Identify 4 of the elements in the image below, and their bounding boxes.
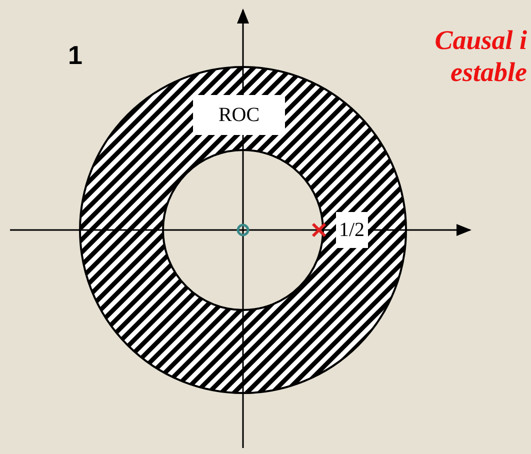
panel-number: 1 <box>68 40 82 71</box>
roc-label: ROC <box>193 95 285 135</box>
stability-note: Causal i estable <box>434 24 527 89</box>
pole-value: 1/2 <box>336 212 368 248</box>
